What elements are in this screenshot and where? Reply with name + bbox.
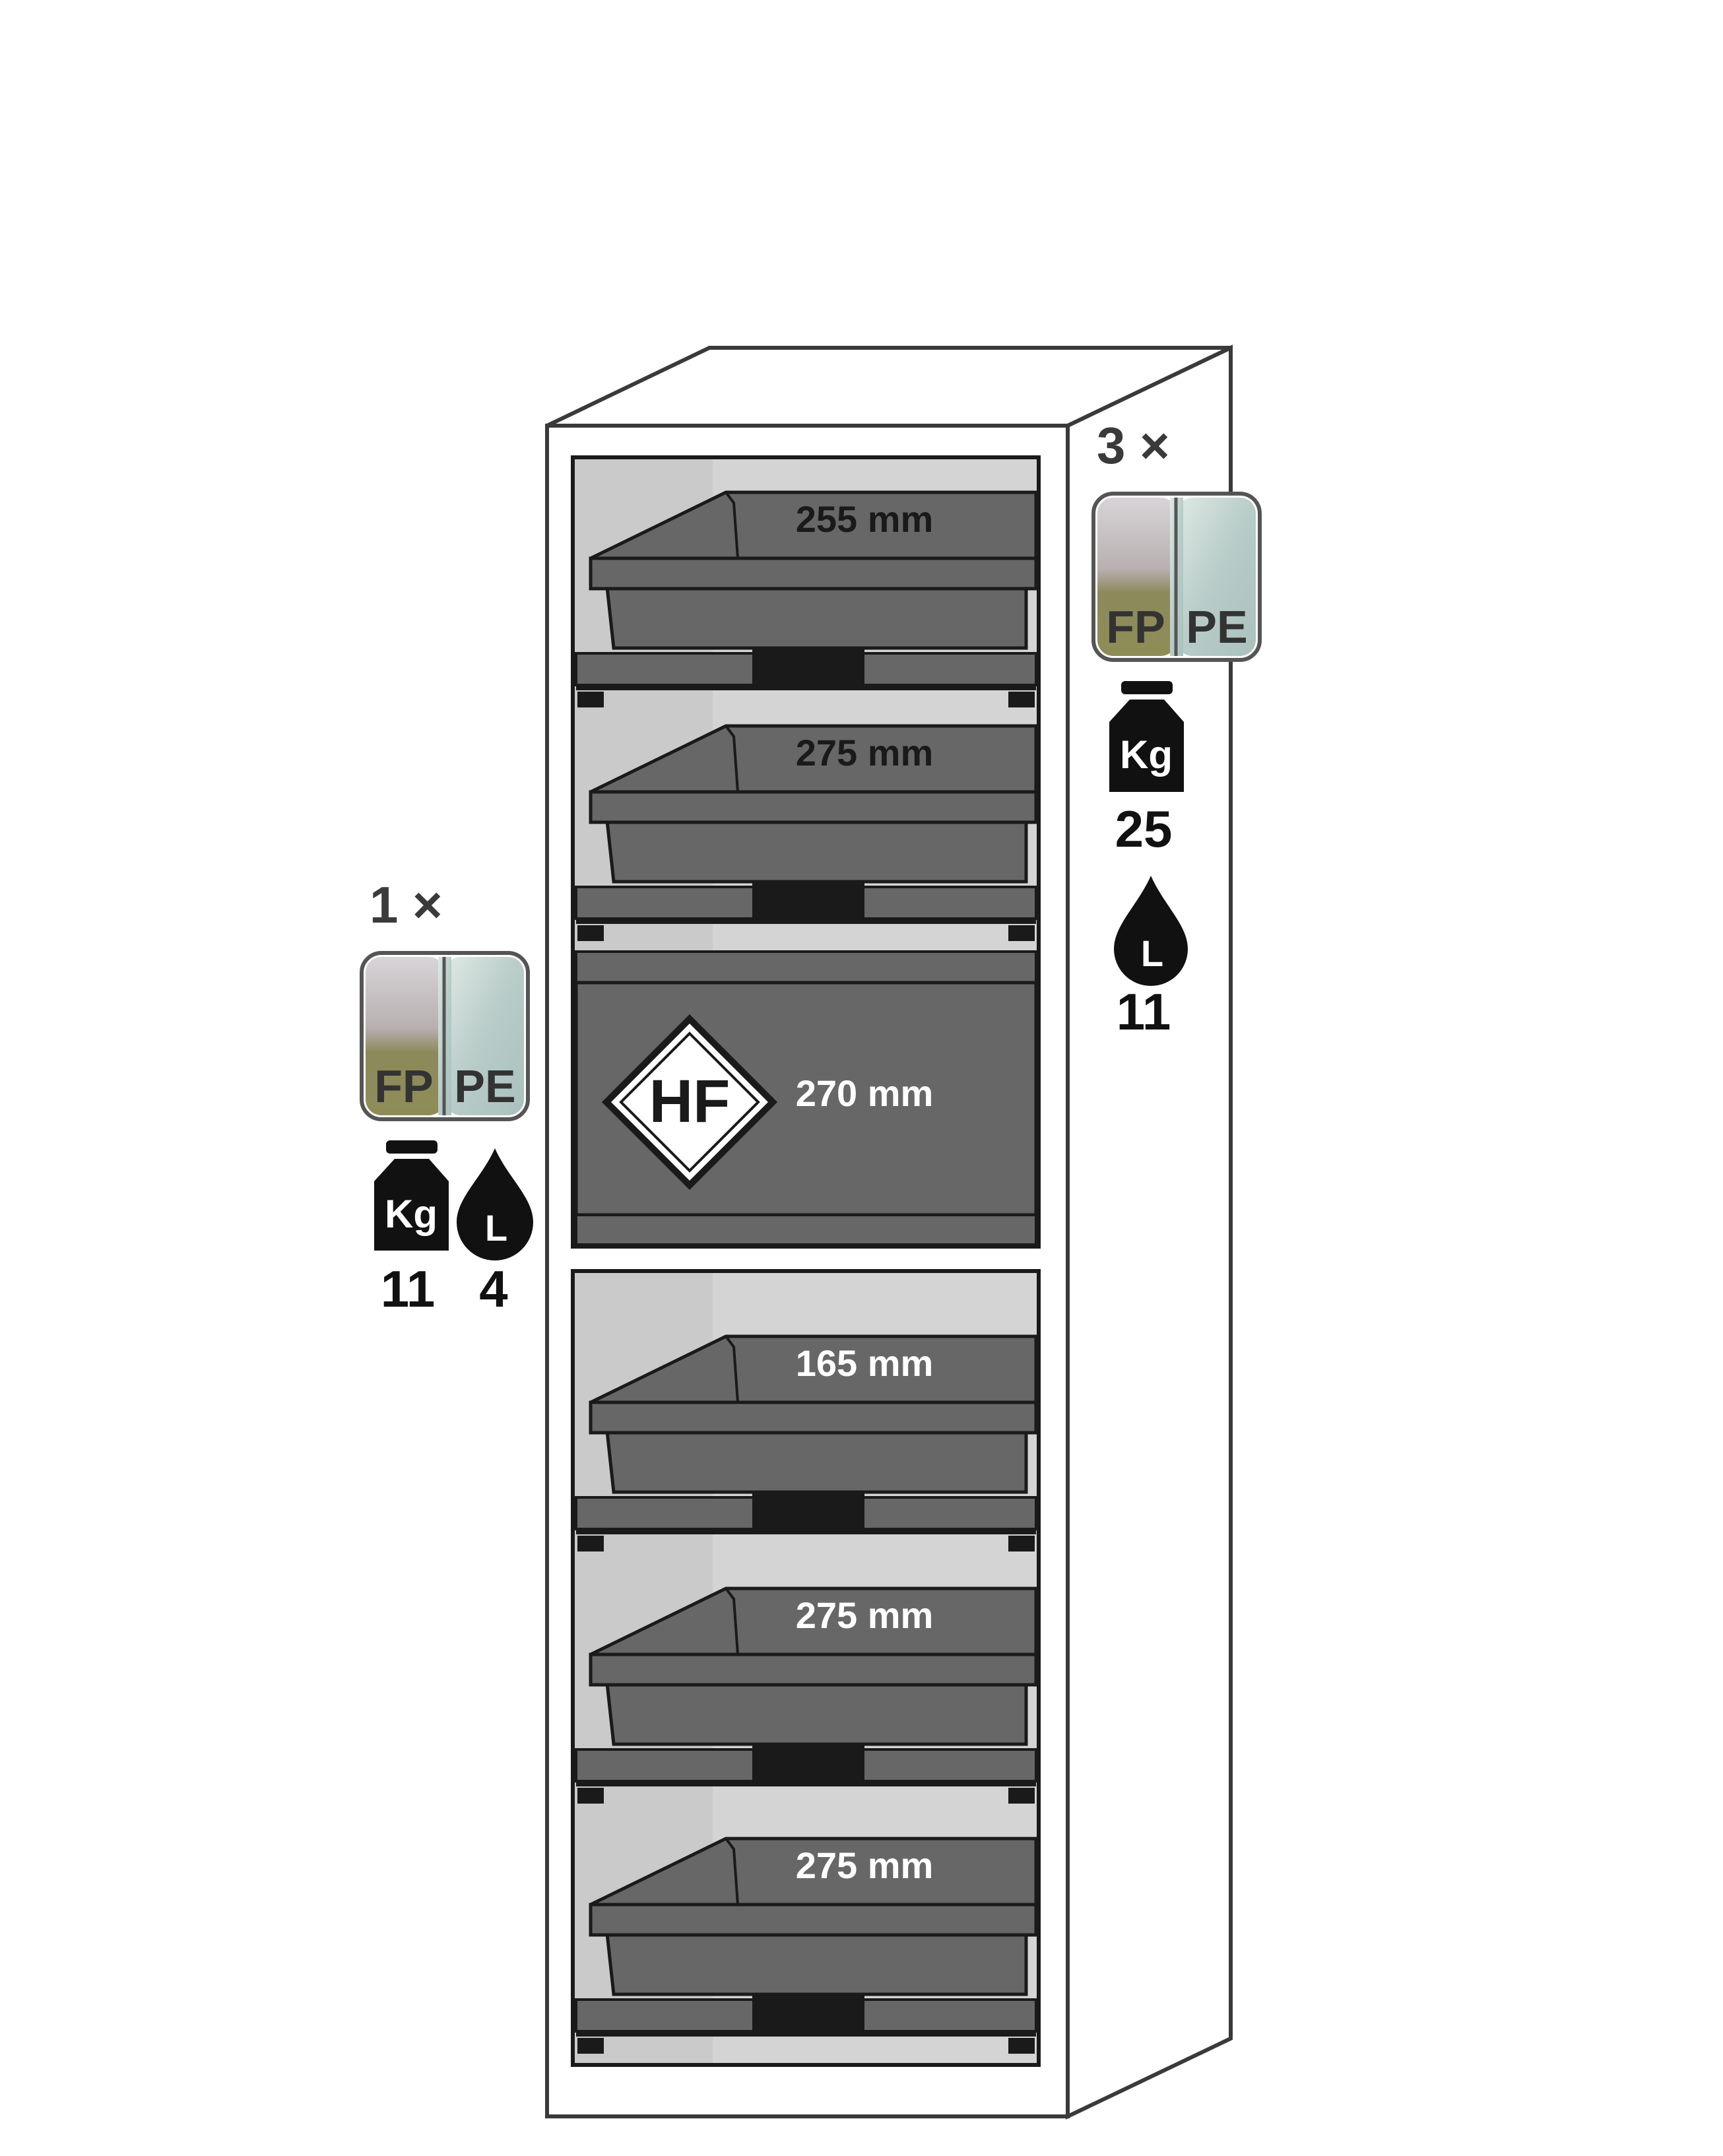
upper-shelf-1-height-label: 255 mm xyxy=(796,498,934,540)
right-liquid-icon-label: L xyxy=(1141,932,1163,974)
left-badge-pe-text: PE xyxy=(454,1061,515,1112)
right-weight-icon-label: Kg xyxy=(1120,733,1173,777)
upper-shelf-2[interactable]: 275 mm xyxy=(575,724,1038,941)
right-tray-count: 3 × xyxy=(1097,416,1170,474)
left-tray-material-badge: FP PE xyxy=(360,951,530,1121)
left-spec-group: 1 × FP PE Kg 11 L 4 xyxy=(360,876,533,1318)
right-badge-fp-text: FP xyxy=(1106,601,1165,653)
upper-shelf-1[interactable]: 255 mm xyxy=(575,490,1038,707)
right-badge-pe-text: PE xyxy=(1186,601,1247,653)
hf-symbol-text: HF xyxy=(649,1068,731,1135)
upper-shelf-2-height-label: 275 mm xyxy=(796,732,934,773)
right-liquid-value: 11 xyxy=(1117,983,1171,1041)
left-weight-icon-label: Kg xyxy=(385,1192,438,1236)
right-spec-group: 3 × FP PE Kg 25 L 11 xyxy=(1091,416,1262,1041)
left-badge-fp-text: FP xyxy=(374,1061,433,1112)
hf-hazard-icon: HF xyxy=(601,1014,778,1191)
left-liquid-value: 4 xyxy=(479,1260,507,1318)
left-liquid-icon-label: L xyxy=(485,1207,507,1249)
left-tray-count: 1 × xyxy=(370,876,443,934)
hf-drawer[interactable]: HF 270 mm xyxy=(574,950,1038,1246)
lower-shelf-1-height-label: 165 mm xyxy=(796,1342,934,1384)
left-weight-value: 11 xyxy=(381,1260,435,1318)
lower-shelf-3-height-label: 275 mm xyxy=(796,1845,934,1886)
left-liquid-icon: L xyxy=(457,1148,533,1260)
right-weight-value: 25 xyxy=(1115,800,1173,858)
lower-shelf-3[interactable]: 275 mm xyxy=(575,1837,1038,2054)
shelf-group: 255 mm 275 mm 165 mm 275 mm 275 mm xyxy=(575,490,1038,2054)
right-liquid-icon: L xyxy=(1114,876,1188,986)
hf-drawer-height-label: 270 mm xyxy=(796,1072,934,1114)
right-tray-material-badge: FP PE xyxy=(1091,492,1262,662)
right-weight-icon: Kg xyxy=(1109,681,1184,792)
lower-shelf-1[interactable]: 165 mm xyxy=(575,1334,1038,1552)
left-weight-icon: Kg xyxy=(374,1140,449,1251)
lower-shelf-2-height-label: 275 mm xyxy=(796,1594,934,1636)
lower-shelf-2[interactable]: 275 mm xyxy=(575,1586,1038,1804)
